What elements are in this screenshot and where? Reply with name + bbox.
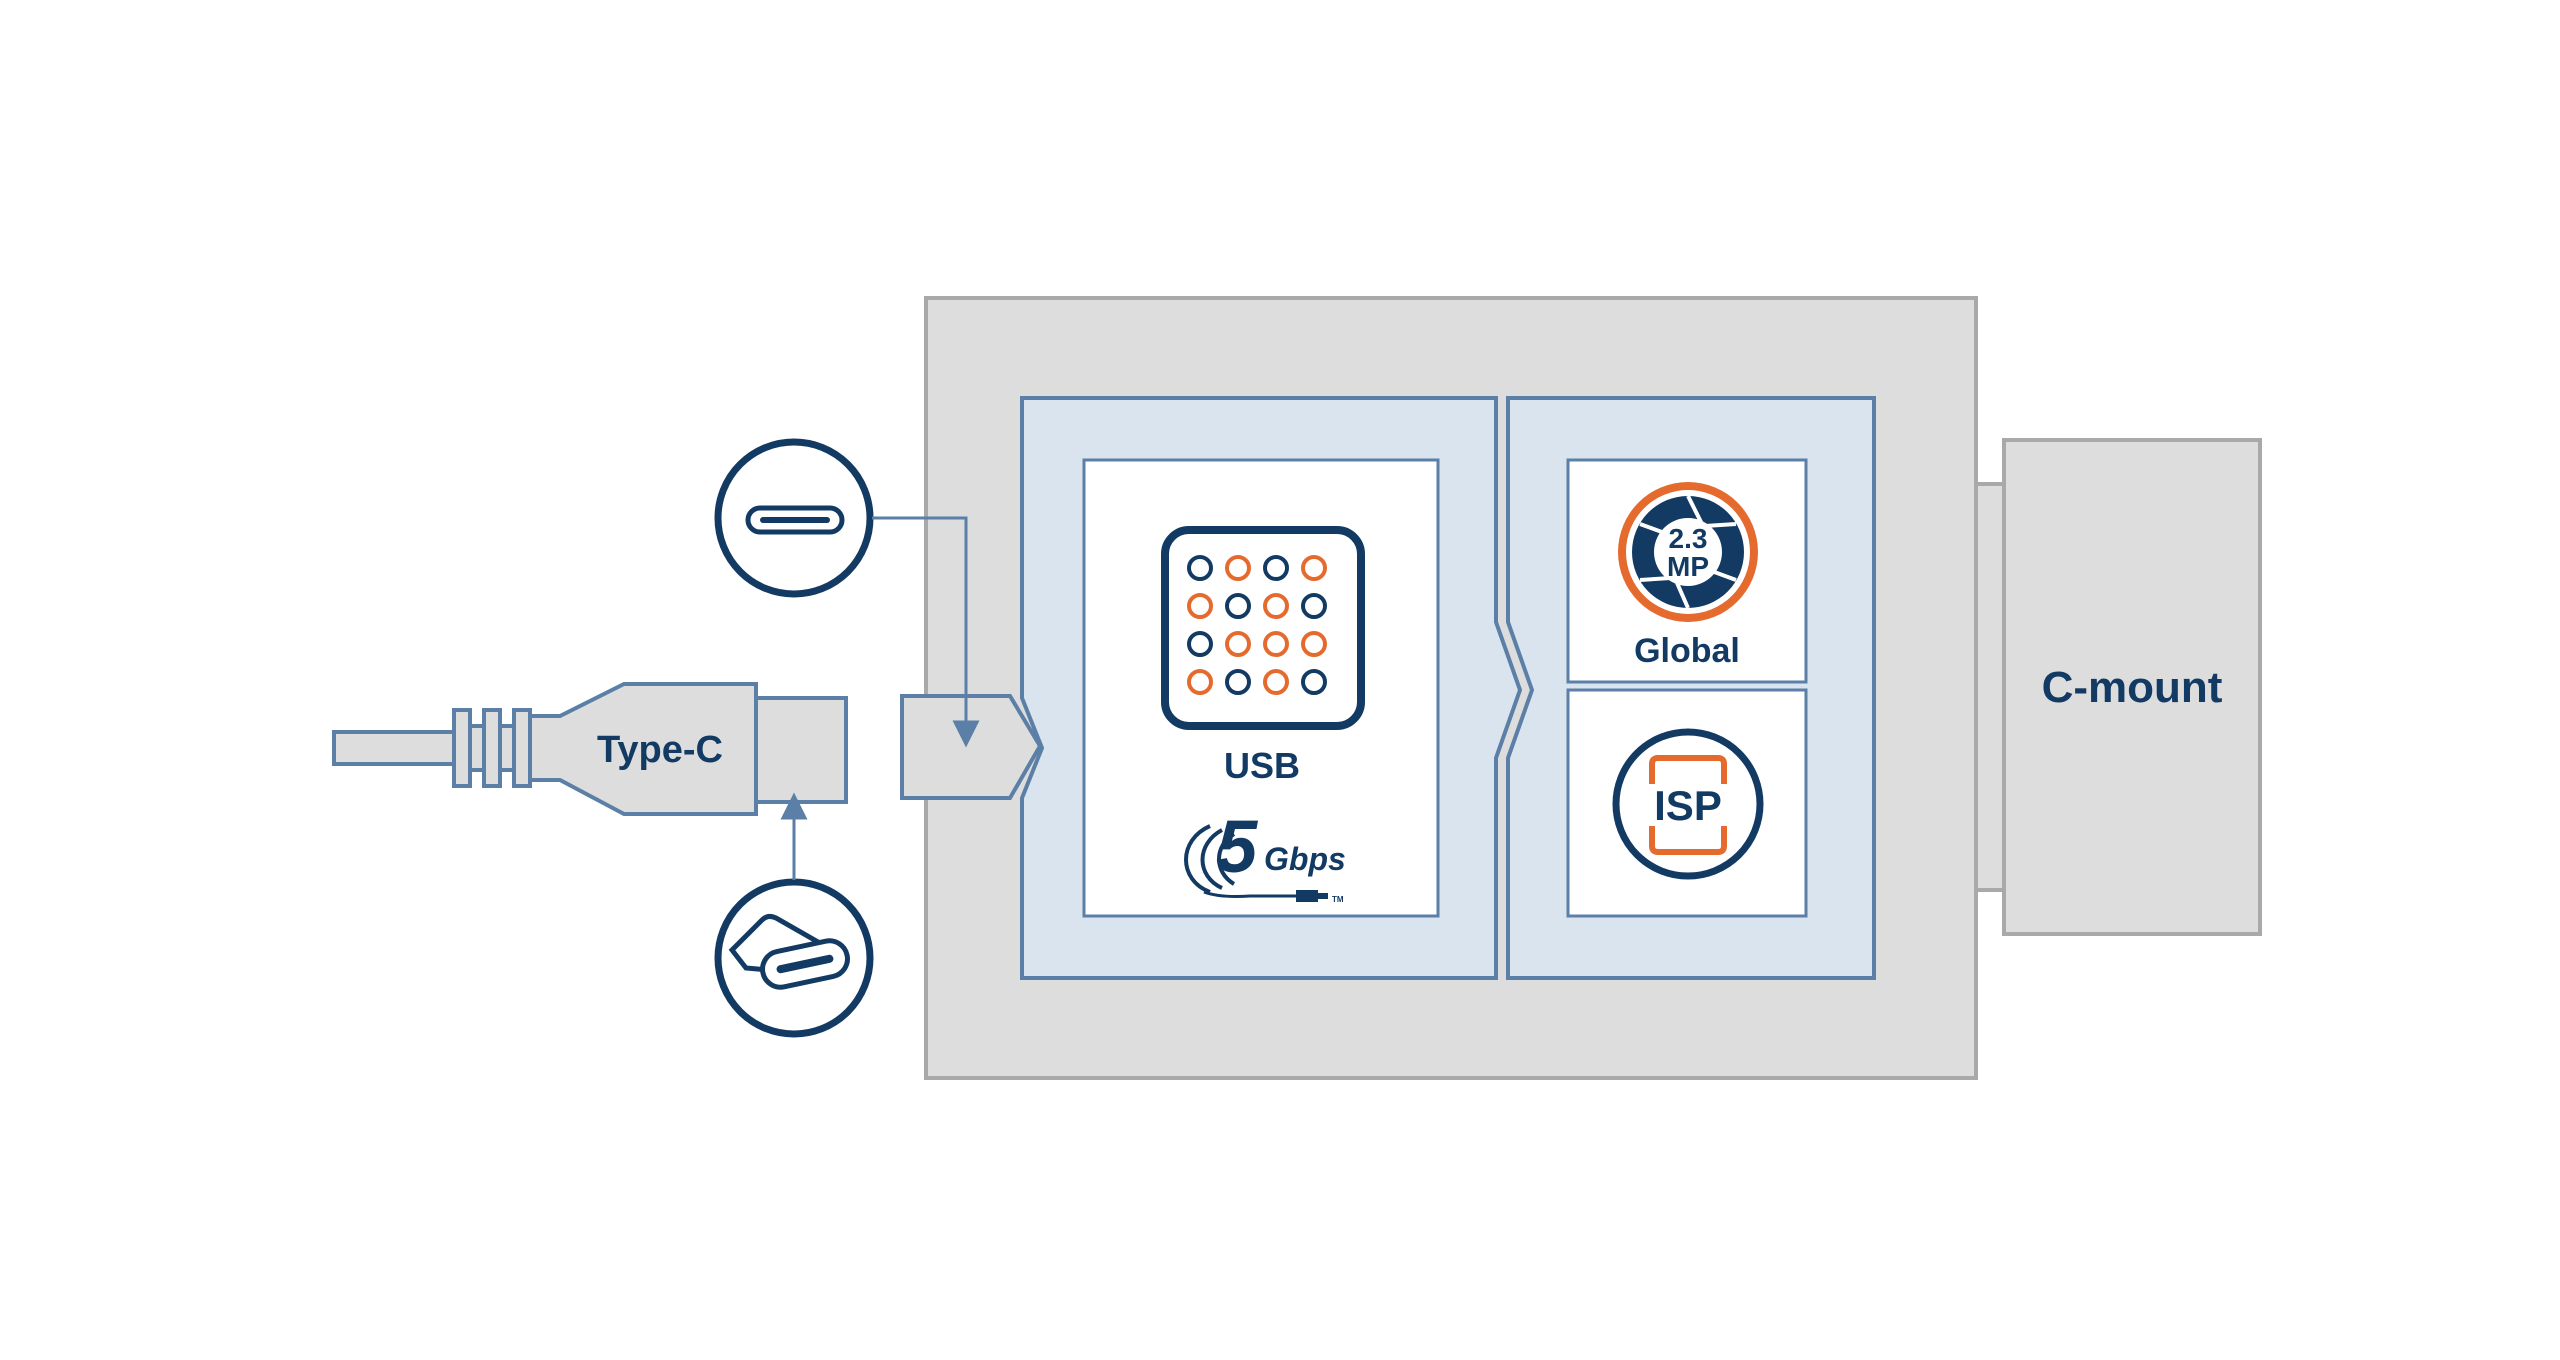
strain-relief-ring <box>468 724 486 772</box>
dot-grid-dot <box>1301 555 1327 581</box>
lens-mount-collar <box>1974 482 2006 892</box>
plug-tip <box>754 696 848 804</box>
dot-grid-dot <box>1187 669 1213 695</box>
resolution-unit: MP <box>1667 551 1709 582</box>
dot-grid-dot <box>1301 593 1327 619</box>
isp-chip-icon <box>1612 728 1764 880</box>
strain-relief-ring <box>512 708 532 788</box>
resolution-value: 2.3 <box>1669 523 1708 554</box>
strain-relief-ring <box>498 724 516 772</box>
usb-c-plug-icon <box>714 878 874 1038</box>
strain-relief-ring <box>482 708 502 788</box>
dot-grid-dot <box>1187 593 1213 619</box>
dot-grid-dot <box>1263 593 1289 619</box>
aperture-icon <box>1618 482 1758 622</box>
dot-grid-dot <box>1263 631 1289 657</box>
dot-grid-dot <box>1263 555 1289 581</box>
type-c-cable <box>332 682 848 816</box>
isp-label: ISP <box>1654 782 1722 829</box>
usb-label: USB <box>1224 745 1300 786</box>
usb-5gbps-icon: 5 Gbps TM <box>1184 805 1346 904</box>
dot-grid-dot <box>1263 669 1289 695</box>
camera-input-connector <box>900 694 1043 800</box>
port-callout-arrow <box>872 516 980 748</box>
cable-wire <box>332 730 456 766</box>
dot-grid-dot <box>1225 555 1251 581</box>
dot-grid-dot <box>1187 555 1213 581</box>
usb-c-port-icon <box>714 438 874 598</box>
speed-unit: Gbps <box>1264 841 1346 877</box>
dot-grid <box>1187 555 1327 695</box>
c-mount-label: C-mount <box>2042 663 2223 712</box>
usb-dot-matrix-icon <box>1161 526 1365 730</box>
dot-grid-dot <box>1225 669 1251 695</box>
c-mount-lens <box>2002 438 2262 936</box>
speed-number: 5 <box>1216 805 1259 888</box>
shutter-label: Global <box>1634 632 1740 670</box>
dot-grid-dot <box>1301 669 1327 695</box>
dot-grid-dot <box>1187 631 1213 657</box>
strain-relief-ring <box>452 708 472 788</box>
type-c-label: Type-C <box>597 729 723 771</box>
dot-grid-dot <box>1225 593 1251 619</box>
plug-housing <box>528 682 758 816</box>
dot-grid-dot <box>1225 631 1251 657</box>
trademark-label: TM <box>1332 895 1344 904</box>
dot-grid-dot <box>1301 631 1327 657</box>
